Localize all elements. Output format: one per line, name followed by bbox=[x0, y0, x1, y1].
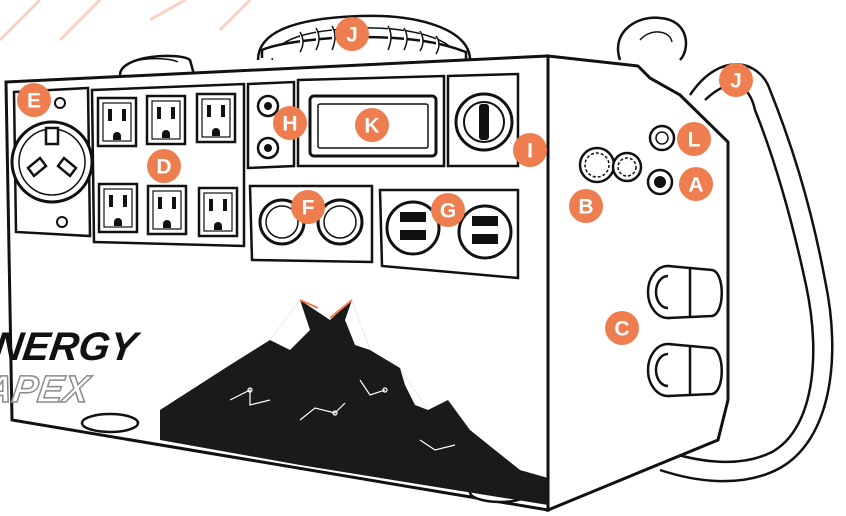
callout-e: E bbox=[17, 83, 51, 117]
a-port bbox=[648, 170, 672, 194]
foot-left bbox=[82, 414, 138, 432]
callout-label: I bbox=[527, 140, 533, 163]
callout-label: K bbox=[364, 115, 379, 138]
callout-label: C bbox=[614, 318, 629, 341]
power-switch-panel bbox=[448, 74, 518, 166]
callout-a: A bbox=[679, 167, 713, 201]
callout-h: H bbox=[273, 106, 307, 140]
callout-l: L bbox=[677, 122, 711, 156]
callout-label: H bbox=[282, 113, 297, 136]
connector-top bbox=[648, 266, 722, 318]
callout-b: B bbox=[569, 189, 603, 223]
callout-label: B bbox=[578, 196, 593, 219]
callout-i: I bbox=[513, 133, 547, 167]
callout-label: G bbox=[440, 200, 456, 223]
callout-label: L bbox=[688, 129, 701, 152]
callout-j-top: J bbox=[335, 17, 369, 51]
ac-outlet-icon bbox=[98, 98, 136, 146]
callout-label: A bbox=[688, 174, 703, 197]
callout-label: D bbox=[156, 156, 171, 179]
l-port bbox=[650, 126, 674, 150]
callout-d: D bbox=[147, 149, 181, 183]
connector-bottom bbox=[648, 344, 722, 396]
watermark-lines bbox=[0, 0, 250, 40]
callout-c: C bbox=[605, 311, 639, 345]
ac-outlet-icon bbox=[197, 94, 235, 142]
ac-outlet-icon bbox=[147, 96, 185, 144]
ac-outlet-icon bbox=[99, 184, 137, 232]
callout-label: E bbox=[27, 90, 41, 113]
anderson-port-icon bbox=[580, 148, 641, 182]
callout-f: F bbox=[291, 190, 325, 224]
ac-outlet-icon bbox=[148, 186, 186, 234]
ac-outlet-icon bbox=[199, 188, 237, 236]
brand-model: APEX bbox=[0, 368, 94, 411]
rv-outlet-icon bbox=[12, 122, 92, 202]
callout-g: G bbox=[431, 193, 465, 227]
callout-k: K bbox=[355, 108, 389, 142]
callout-label: F bbox=[302, 197, 315, 220]
brand-name: INERGY bbox=[0, 324, 143, 369]
callout-label: J bbox=[346, 24, 358, 47]
power-switch-icon bbox=[456, 94, 512, 150]
callout-j-side: J bbox=[719, 63, 753, 97]
callout-label: J bbox=[730, 70, 742, 93]
